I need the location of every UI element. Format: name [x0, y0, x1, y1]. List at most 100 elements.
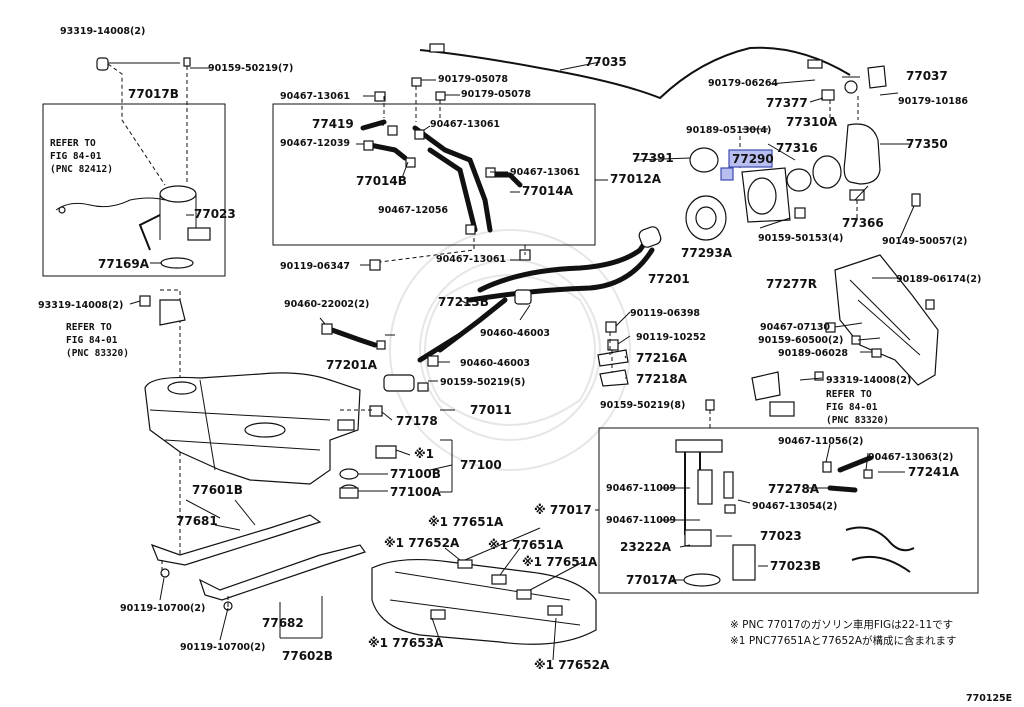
- label-77241a: 77241A: [908, 465, 960, 479]
- fuel-lid-cable: [419, 43, 851, 100]
- part-labels: 93319-14008(2) 90159-50219(7) 77017B 770…: [38, 26, 1012, 704]
- label-90467-07130: 90467-07130: [760, 322, 830, 333]
- label-77350: 77350: [906, 137, 948, 151]
- label-90460-46003-b: 90460-46003: [460, 358, 530, 369]
- label-k1: ※1: [414, 447, 434, 461]
- label-93319-14008-left: 93319-14008(2): [38, 300, 123, 311]
- label-77023b: 77023B: [770, 559, 821, 573]
- label-90159-50219-7: 90159-50219(7): [208, 63, 293, 74]
- label-77310a: 77310A: [786, 115, 838, 129]
- label-77682: 77682: [262, 616, 304, 630]
- filler-housing: [685, 136, 806, 241]
- label-77278a: 77278A: [768, 482, 820, 496]
- fuel-tank: [144, 372, 375, 485]
- label-77100a: 77100A: [390, 485, 442, 499]
- label-77652a-a: ※1 77652A: [384, 536, 460, 550]
- label-77277r: 77277R: [766, 277, 817, 291]
- label-93319-14008-right: 93319-14008(2): [826, 375, 911, 386]
- middle-connectors: [321, 321, 824, 430]
- label-90460-46003-a: 90460-46003: [480, 328, 550, 339]
- label-90189-06028: 90189-06028: [778, 348, 848, 359]
- highlight-77290: [728, 149, 773, 168]
- label-77601b: 77601B: [192, 483, 243, 497]
- label-77023-mid: 77023: [760, 529, 802, 543]
- ref-left-bottom-line2: FIG 84-01: [66, 335, 118, 346]
- label-90467-13061-b: 90467-13061: [430, 119, 500, 130]
- filler-pipe: [417, 226, 662, 363]
- refer-notes: REFER TO FIG 84-01 (PNC 82412) REFER TO …: [50, 138, 889, 426]
- label-90119-06347: 90119-06347: [280, 261, 350, 272]
- label-77178: 77178: [396, 414, 438, 428]
- footnote-2: ※1 PNC77651Aと77652Aが構成に含まれます: [730, 634, 957, 647]
- label-90179-10186: 90179-10186: [898, 96, 968, 107]
- label-77651a-c: ※1 77651A: [522, 555, 598, 569]
- fuel-lid-parts: [786, 65, 921, 218]
- tank-protector: [371, 558, 597, 645]
- label-77023-left: 77023: [194, 207, 236, 221]
- ref-right-line1: REFER TO: [826, 389, 872, 400]
- label-90467-11009-a: 90467-11009: [606, 483, 676, 494]
- footnotes: ※ PNC 77017のガソリン車用FIGは22-11です ※1 PNC7765…: [730, 618, 957, 647]
- label-77602b: 77602B: [282, 649, 333, 663]
- label-77014a: 77014A: [522, 184, 574, 198]
- ref-left-bottom-line1: REFER TO: [66, 322, 112, 333]
- label-90159-50219-8: 90159-50219(8): [600, 400, 685, 411]
- highlighted-part-77290: [720, 167, 734, 181]
- label-90159-50219-5: 90159-50219(5): [440, 377, 525, 388]
- label-90119-10700-a: 90119-10700(2): [120, 603, 205, 614]
- label-93319-14008-top: 93319-14008(2): [60, 26, 145, 37]
- label-77419: 77419: [312, 117, 354, 131]
- label-77201-right: 77201: [648, 272, 690, 286]
- label-90467-13061-a: 90467-13061: [280, 91, 350, 102]
- label-77169a: 77169A: [98, 257, 150, 271]
- ref-left-top-line3: (PNC 82412): [50, 164, 113, 175]
- label-77391: 77391: [632, 151, 674, 165]
- label-90179-06264: 90179-06264: [708, 78, 778, 89]
- label-90467-13063: 90467-13063(2): [868, 452, 953, 463]
- label-90467-12056: 90467-12056: [378, 205, 448, 216]
- ref-left-bottom-line3: (PNC 83320): [66, 348, 129, 359]
- label-90467-13061-c: 90467-13061: [510, 167, 580, 178]
- label-77017a: 77017A: [626, 573, 678, 587]
- label-77035: 77035: [585, 55, 627, 69]
- label-90467-13054: 90467-13054(2): [752, 501, 837, 512]
- leader-lines: [108, 62, 915, 661]
- label-90467-11009-b: 90467-11009: [606, 515, 676, 526]
- label-77651a-a: ※1 77651A: [428, 515, 504, 529]
- label-77037: 77037: [906, 69, 948, 83]
- shield-77277R: [825, 254, 939, 386]
- hose-box: [272, 103, 596, 246]
- label-90149-50057: 90149-50057(2): [882, 236, 967, 247]
- label-90467-13061-d: 90467-13061: [436, 254, 506, 265]
- label-90119-06398: 90119-06398: [630, 308, 700, 319]
- pump-box-left: [42, 103, 226, 277]
- label-77652a-b: ※1 77652A: [534, 658, 610, 672]
- label-90189-05130: 90189-05130(4): [686, 125, 771, 136]
- label-90119-10252: 90119-10252: [636, 332, 706, 343]
- label-diagram-code: 770125E: [966, 693, 1012, 704]
- label-90159-50153: 90159-50153(4): [758, 233, 843, 244]
- label-77681: 77681: [176, 514, 218, 528]
- label-77293a: 77293A: [681, 246, 733, 260]
- label-77216a: 77216A: [636, 351, 688, 365]
- label-23222a: 23222A: [620, 540, 672, 554]
- tank-straps: [150, 514, 366, 611]
- label-77653a: ※1 77653A: [368, 636, 444, 650]
- label-77316: 77316: [776, 141, 818, 155]
- label-77014b: 77014B: [356, 174, 407, 188]
- label-77017b: 77017B: [128, 87, 179, 101]
- label-77651a-b: ※1 77651A: [488, 538, 564, 552]
- label-77290: 77290: [732, 152, 774, 166]
- label-77213b: 77213B: [438, 295, 489, 309]
- label-77366: 77366: [842, 216, 884, 230]
- footnote-1: ※ PNC 77017のガソリン車用FIGは22-11です: [730, 618, 953, 631]
- label-77011: 77011: [470, 403, 512, 417]
- ref-right-line2: FIG 84-01: [826, 402, 878, 413]
- label-90189-06174: 90189-06174(2): [896, 274, 981, 285]
- label-90467-11056: 90467-11056(2): [778, 436, 863, 447]
- label-90460-22002: 90460-22002(2): [284, 299, 369, 310]
- label-77201a: 77201A: [326, 358, 378, 372]
- label-77100: 77100: [460, 458, 502, 472]
- ref-right-line3: (PNC 83320): [826, 415, 889, 426]
